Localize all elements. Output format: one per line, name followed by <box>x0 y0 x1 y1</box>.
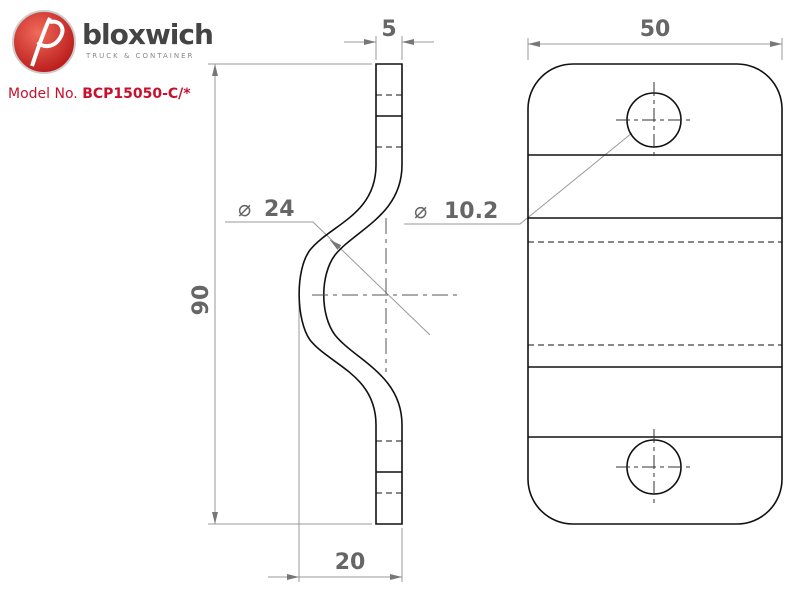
side-view <box>298 63 403 525</box>
model-number: Model No. BCP15050-C/* <box>8 86 191 102</box>
diameter-symbol: ⌀ <box>238 197 251 222</box>
logo-emblem-icon <box>12 10 76 74</box>
dim-height: 90 <box>189 285 214 316</box>
model-value: BCP15050-C/* <box>82 86 191 102</box>
brand-name: bloxwich <box>82 18 214 51</box>
diameter-symbol: ⌀ <box>414 199 427 224</box>
dim-width: 50 <box>640 17 671 42</box>
dim-hole-diameter: 10.2 <box>444 199 498 224</box>
brand-tagline: TRUCK & CONTAINER <box>86 52 195 60</box>
dim-bend-diameter: 24 <box>264 197 295 222</box>
front-view <box>527 63 783 525</box>
dim-thickness: 5 <box>381 17 396 42</box>
dim-depth: 20 <box>335 550 366 575</box>
model-label: Model No. <box>8 86 78 102</box>
